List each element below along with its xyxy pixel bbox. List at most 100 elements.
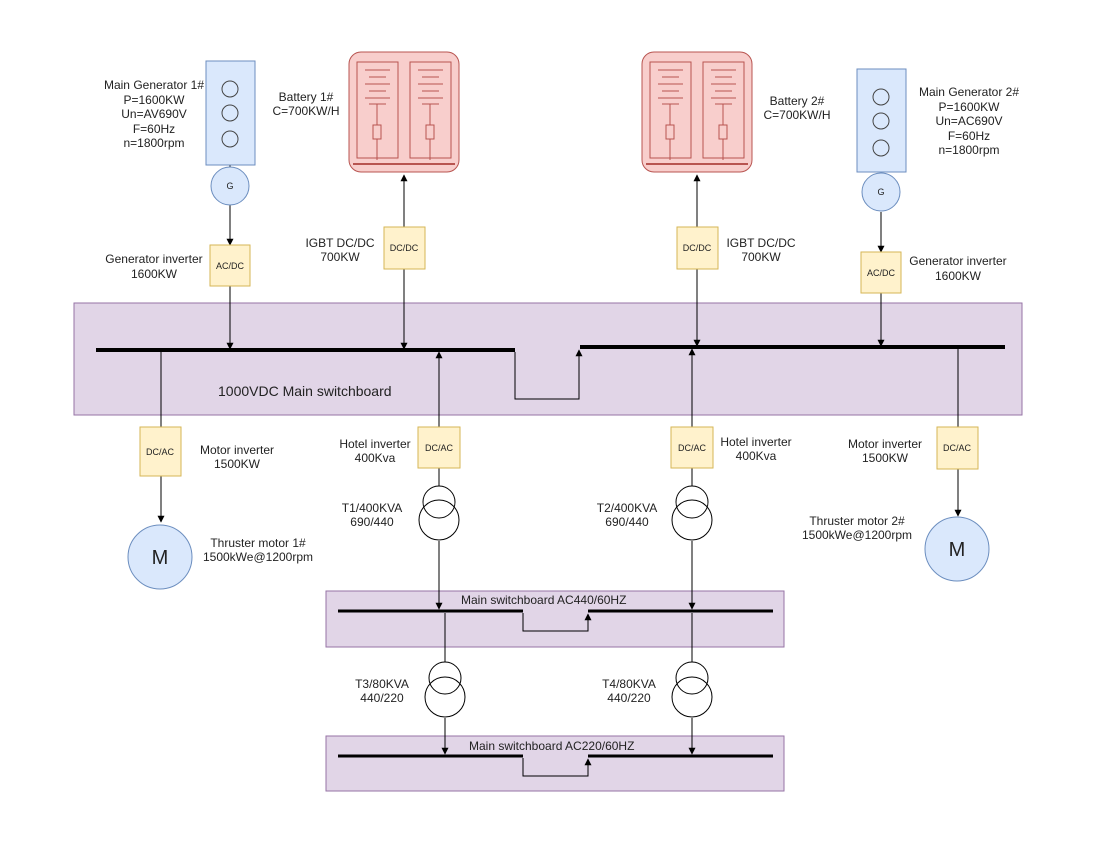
svg-text:690/440: 690/440 bbox=[350, 515, 394, 529]
svg-text:T4/80KVA: T4/80KVA bbox=[602, 677, 656, 691]
battery-1 bbox=[348, 51, 460, 173]
transformer-t3 bbox=[424, 661, 466, 718]
svg-text:Battery 2#: Battery 2# bbox=[770, 94, 825, 108]
transformer-t4 bbox=[671, 661, 713, 718]
thruster-motor-2: M bbox=[924, 516, 990, 582]
svg-text:Motor inverter: Motor inverter bbox=[848, 437, 922, 451]
motor-symbol: M bbox=[949, 539, 966, 561]
gen-inverter-2-box: AC/DC bbox=[860, 251, 902, 294]
motor-2-label: Thruster motor 2# 1500kWe@1200rpm bbox=[802, 514, 912, 542]
hotel-inverter-2-label: Hotel inverter 400Kva bbox=[720, 435, 791, 463]
dc-board-label: 1000VDC Main switchboard bbox=[218, 383, 392, 399]
svg-text:T3/80KVA: T3/80KVA bbox=[355, 677, 409, 691]
svg-text:DC/AC: DC/AC bbox=[146, 447, 175, 457]
t4-label: T4/80KVA 440/220 bbox=[602, 677, 656, 705]
svg-text:AC/DC: AC/DC bbox=[216, 261, 245, 271]
battery-2 bbox=[641, 51, 753, 173]
dcdc-1-box: DC/DC bbox=[383, 226, 426, 270]
hotel-inverter-1-label: Hotel inverter 400Kva bbox=[339, 437, 410, 465]
svg-text:1500kWe@1200rpm: 1500kWe@1200rpm bbox=[203, 550, 313, 564]
svg-text:DC/AC: DC/AC bbox=[678, 443, 707, 453]
generator-1: G bbox=[205, 60, 256, 206]
svg-text:F=60Hz: F=60Hz bbox=[948, 129, 990, 143]
svg-text:C=700KW/H: C=700KW/H bbox=[272, 104, 339, 118]
svg-text:Un=AV690V: Un=AV690V bbox=[121, 107, 187, 121]
svg-text:1600KW: 1600KW bbox=[131, 267, 178, 281]
svg-text:IGBT DC/DC: IGBT DC/DC bbox=[305, 236, 374, 250]
svg-text:n=1800rpm: n=1800rpm bbox=[938, 143, 999, 157]
battery-1-label: Battery 1# C=700KW/H bbox=[272, 90, 339, 118]
t2-label: T2/400KVA 690/440 bbox=[597, 501, 657, 529]
gen-inverter-1-box: AC/DC bbox=[209, 244, 251, 287]
gen-inverter-2-label: Generator inverter 1600KW bbox=[909, 254, 1006, 283]
motor-inverter-2-box: DC/AC bbox=[936, 426, 979, 470]
svg-text:440/220: 440/220 bbox=[607, 691, 651, 705]
svg-text:Generator inverter: Generator inverter bbox=[909, 254, 1006, 268]
svg-text:400Kva: 400Kva bbox=[736, 449, 777, 463]
hotel-inverter-2-box: DC/AC bbox=[670, 426, 714, 469]
motor-1-label: Thruster motor 1# 1500kWe@1200rpm bbox=[203, 536, 313, 564]
svg-text:1500KW: 1500KW bbox=[214, 457, 261, 471]
generator-symbol: G bbox=[877, 187, 884, 197]
transformer-t1 bbox=[418, 485, 460, 541]
gen-inverter-1-label: Generator inverter 1600KW bbox=[105, 252, 202, 281]
svg-text:F=60Hz: F=60Hz bbox=[133, 122, 175, 136]
connections bbox=[157, 165, 962, 755]
svg-text:440/220: 440/220 bbox=[360, 691, 404, 705]
svg-text:1600KW: 1600KW bbox=[935, 269, 982, 283]
thruster-motor-1: M bbox=[127, 524, 193, 590]
svg-text:T1/400KVA: T1/400KVA bbox=[342, 501, 402, 515]
svg-text:Battery 1#: Battery 1# bbox=[279, 90, 334, 104]
svg-text:Thruster motor 2#: Thruster motor 2# bbox=[809, 514, 905, 528]
svg-text:Un=AC690V: Un=AC690V bbox=[935, 114, 1002, 128]
svg-text:690/440: 690/440 bbox=[605, 515, 649, 529]
svg-text:DC/AC: DC/AC bbox=[943, 443, 972, 453]
svg-text:1500KW: 1500KW bbox=[862, 451, 909, 465]
battery-2-label: Battery 2# C=700KW/H bbox=[763, 94, 830, 122]
svg-text:DC/DC: DC/DC bbox=[683, 243, 712, 253]
svg-text:400Kva: 400Kva bbox=[355, 451, 396, 465]
generator-2: G bbox=[856, 68, 907, 212]
svg-text:700KW: 700KW bbox=[741, 250, 781, 264]
svg-text:C=700KW/H: C=700KW/H bbox=[763, 108, 830, 122]
svg-text:1500kWe@1200rpm: 1500kWe@1200rpm bbox=[802, 528, 912, 542]
generator-symbol: G bbox=[226, 181, 233, 191]
dcdc-2-box: DC/DC bbox=[676, 226, 719, 270]
svg-text:Thruster motor 1#: Thruster motor 1# bbox=[210, 536, 306, 550]
motor-symbol: M bbox=[152, 547, 169, 569]
t3-label: T3/80KVA 440/220 bbox=[355, 677, 409, 705]
ac220-switchboard-panel bbox=[325, 735, 785, 792]
t1-label: T1/400KVA 690/440 bbox=[342, 501, 402, 529]
svg-text:Main Generator 1#: Main Generator 1# bbox=[104, 78, 204, 92]
svg-text:Motor inverter: Motor inverter bbox=[200, 443, 274, 457]
dc-bus bbox=[96, 345, 1005, 400]
generator-1-label: Main Generator 1# P=1600KW Un=AV690V F=6… bbox=[104, 78, 204, 150]
generator-2-label: Main Generator 2# P=1600KW Un=AC690V F=6… bbox=[919, 85, 1019, 157]
motor-inverter-1-box: DC/AC bbox=[139, 426, 182, 477]
transformer-t2 bbox=[671, 485, 713, 541]
ac440-board-label: Main switchboard AC440/60HZ bbox=[461, 593, 626, 607]
dcdc-1-label: IGBT DC/DC 700KW bbox=[305, 236, 374, 264]
svg-text:700KW: 700KW bbox=[320, 250, 360, 264]
svg-text:DC/AC: DC/AC bbox=[425, 443, 454, 453]
motor-inverter-2-label: Motor inverter 1500KW bbox=[848, 437, 922, 465]
svg-text:Hotel inverter: Hotel inverter bbox=[339, 437, 410, 451]
svg-text:T2/400KVA: T2/400KVA bbox=[597, 501, 657, 515]
svg-text:n=1800rpm: n=1800rpm bbox=[123, 136, 184, 150]
svg-text:IGBT DC/DC: IGBT DC/DC bbox=[726, 236, 795, 250]
motor-inverter-1-label: Motor inverter 1500KW bbox=[200, 443, 274, 471]
ac220-bus bbox=[338, 754, 773, 777]
svg-text:Hotel inverter: Hotel inverter bbox=[720, 435, 791, 449]
hotel-inverter-1-box: DC/AC bbox=[417, 426, 461, 469]
dcdc-2-label: IGBT DC/DC 700KW bbox=[726, 236, 795, 264]
dc-switchboard-panel bbox=[73, 302, 1023, 416]
svg-text:Main Generator 2#: Main Generator 2# bbox=[919, 85, 1019, 99]
svg-text:P=1600KW: P=1600KW bbox=[123, 93, 185, 107]
ac220-board-label: Main switchboard AC220/60HZ bbox=[469, 739, 634, 753]
svg-text:P=1600KW: P=1600KW bbox=[938, 100, 1000, 114]
svg-text:DC/DC: DC/DC bbox=[390, 243, 419, 253]
ac440-switchboard-panel bbox=[325, 590, 785, 648]
svg-text:AC/DC: AC/DC bbox=[867, 268, 896, 278]
ac440-bus bbox=[338, 609, 773, 632]
